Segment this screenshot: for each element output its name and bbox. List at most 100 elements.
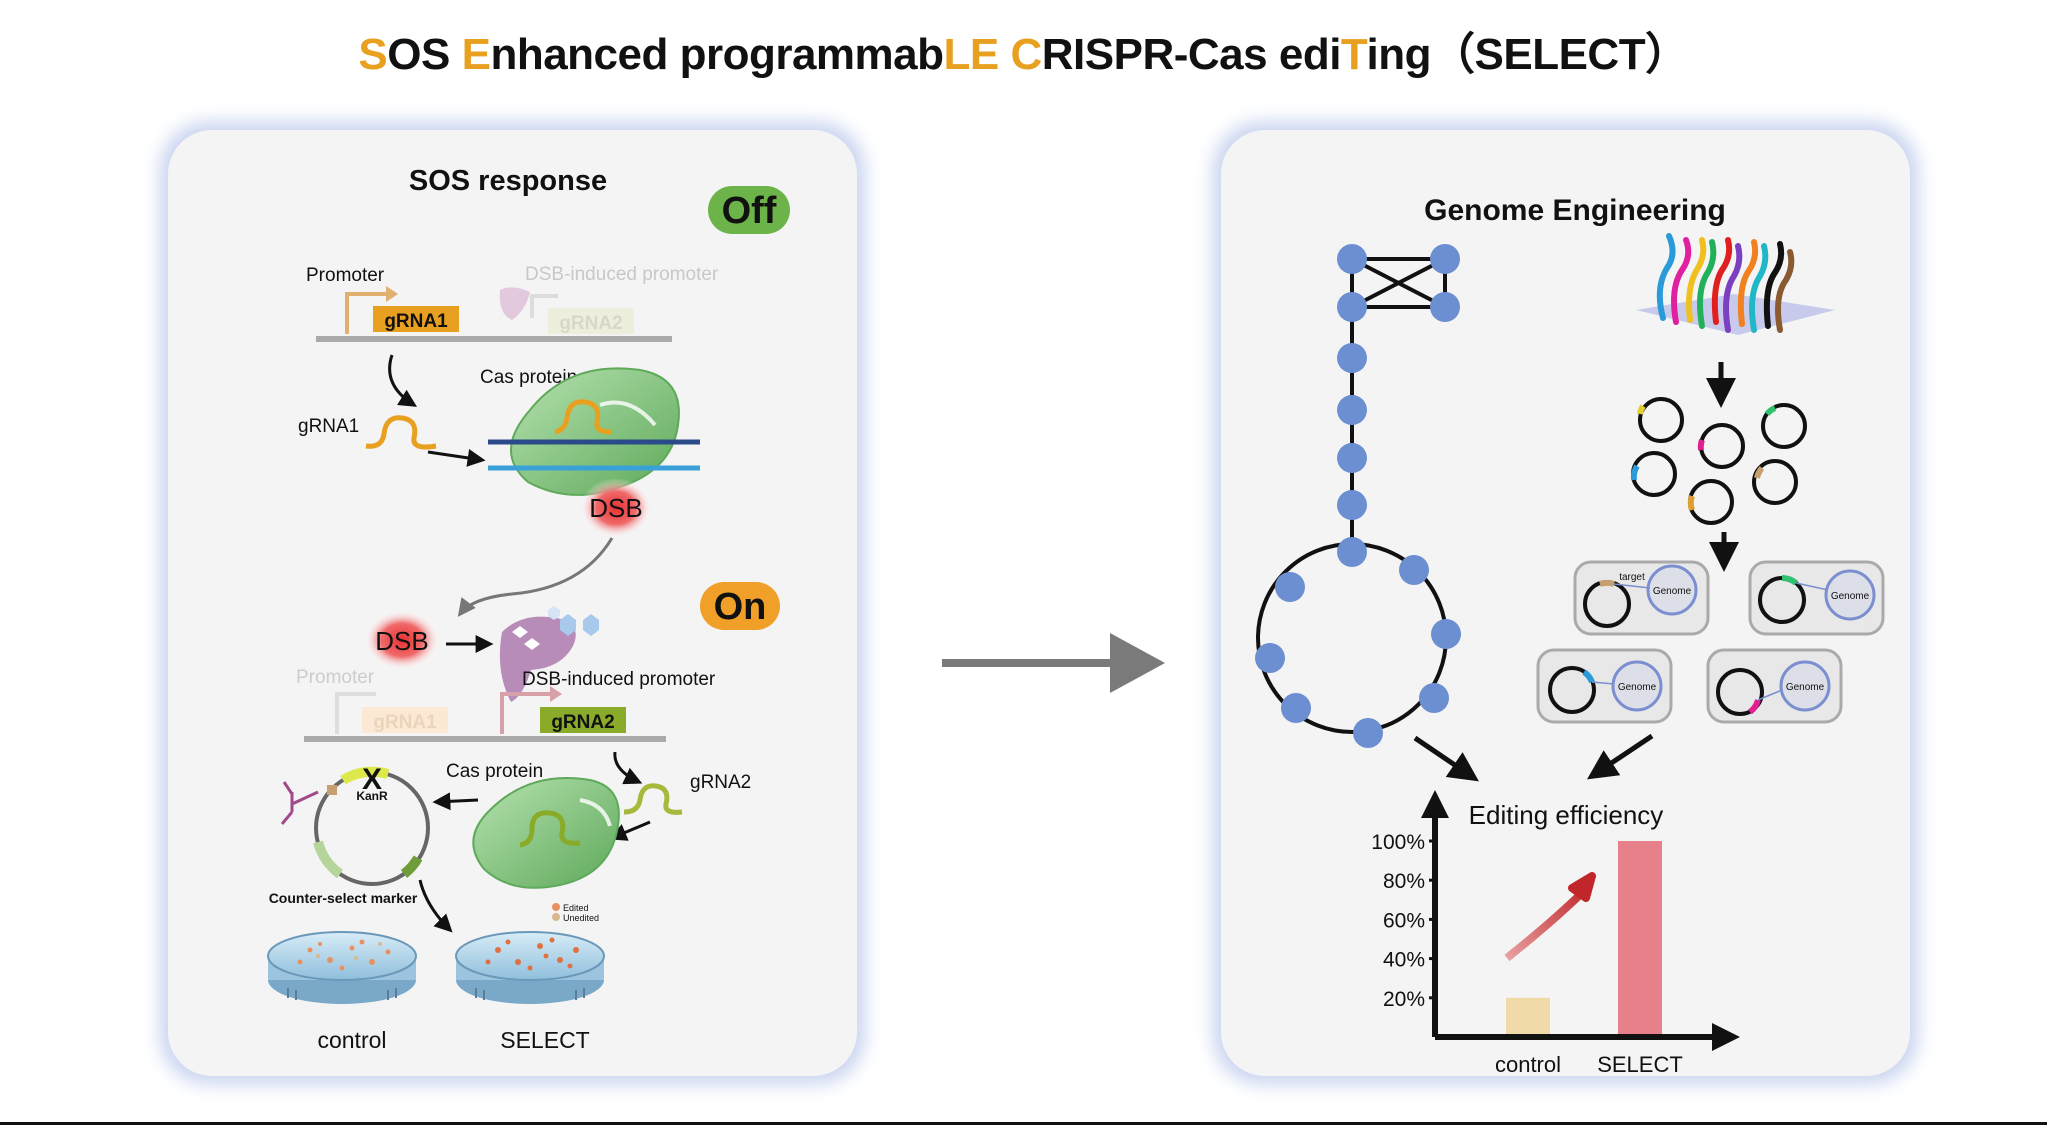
cas-protein-label-2: Cas protein xyxy=(446,761,543,782)
grna2-box-faded xyxy=(548,308,634,334)
title-segment: E xyxy=(461,30,491,79)
chart-x-axis-arrowhead xyxy=(1712,1023,1740,1051)
promoter-arrow xyxy=(345,292,388,334)
repressor-cleavage-marks xyxy=(512,626,540,650)
transcribe-arrow-2 xyxy=(613,751,643,785)
cells-to-chart-arrow xyxy=(1587,733,1654,780)
dsb-promoter-arrowhead xyxy=(550,686,562,702)
legend-edited-dot xyxy=(552,903,560,911)
increase-arrowhead xyxy=(1568,872,1596,902)
counter-select-segment xyxy=(313,840,344,879)
cell-2 xyxy=(1748,560,1885,636)
dsb-promoter-label: DSB-induced promoter xyxy=(522,669,716,690)
dsb-label-2: DSB xyxy=(375,626,428,656)
oligo-array xyxy=(1636,233,1835,335)
on-badge: On xyxy=(714,586,767,628)
chart-bar-control xyxy=(1506,997,1550,1034)
plasmid-marker xyxy=(327,785,337,795)
plasmid-cut-arrows xyxy=(280,781,319,825)
legend-edited: Edited xyxy=(563,903,589,913)
grna2-to-cas-arrow xyxy=(608,820,651,841)
petri-plate-select xyxy=(455,931,605,1004)
petri-plate-control xyxy=(267,931,417,1004)
grna2-box-label: gRNA2 xyxy=(551,712,614,733)
kanr-label: KanR xyxy=(356,789,388,803)
on-badge-bg xyxy=(700,582,780,630)
editing-efficiency-chart: Editing efficiency 20%40%60%80%100% cont… xyxy=(1371,790,1740,1077)
promoter-label: Promoter xyxy=(306,265,385,286)
cas-shine-2 xyxy=(579,798,612,827)
promoter-arrowhead xyxy=(386,286,398,302)
grna2-free-label: gRNA2 xyxy=(690,772,751,793)
cas-protein-2 xyxy=(472,777,620,889)
chart-bar-select xyxy=(1618,841,1662,1034)
dsb-promoter-arrow-faded xyxy=(530,294,558,318)
title-segment: T xyxy=(1340,30,1367,79)
cas-protein-1 xyxy=(510,367,680,496)
chart-category-label: control xyxy=(1495,1052,1561,1077)
grna2-box-faded-label: gRNA2 xyxy=(559,313,622,334)
counter-select-label: Counter-select marker xyxy=(269,890,418,906)
dsb-promoter-protein-faded xyxy=(499,287,530,320)
off-badge: Off xyxy=(722,190,777,232)
legend-unedited-dot xyxy=(552,913,560,921)
left-panel xyxy=(168,130,857,1076)
kanr-segment xyxy=(340,766,390,785)
dsb-promoter-label-faded: DSB-induced promoter xyxy=(525,264,719,285)
sos-heading: SOS response xyxy=(409,165,607,197)
node-network xyxy=(1255,244,1461,748)
chart-ytick-label: 60% xyxy=(1383,909,1425,932)
dsb-blob-2 xyxy=(364,610,440,670)
grna1-box-label: gRNA1 xyxy=(384,311,448,332)
right-panel xyxy=(1221,130,1910,1076)
grna1-free-label: gRNA1 xyxy=(298,416,359,437)
grna2-free xyxy=(623,783,683,815)
grna-to-cas-arrow xyxy=(427,448,486,467)
title-segment: LE xyxy=(943,30,1000,79)
title-segment: OS xyxy=(387,30,462,79)
genome-label-1: Genome xyxy=(1653,586,1692,597)
plasmid-to-plate-arrow xyxy=(418,879,453,933)
title-segment: ing（SELECT） xyxy=(1366,30,1690,79)
legend-unedited: Unedited xyxy=(563,913,599,923)
network-to-chart-arrow xyxy=(1413,735,1479,782)
cas-shine-1 xyxy=(599,400,657,427)
off-badge-bg xyxy=(708,186,790,234)
grna1-box-faded-label: gRNA1 xyxy=(373,712,437,733)
repressor-protein xyxy=(499,616,576,702)
hexagon-1 xyxy=(560,614,576,636)
figure-title: SOS Enhanced programmabLE CRISPR-Cas edi… xyxy=(0,18,2047,82)
grna1-free xyxy=(365,415,437,450)
chart-ytick-label: 100% xyxy=(1371,831,1425,854)
dsb-label-1: DSB xyxy=(589,493,642,523)
grna-in-cas-2 xyxy=(519,810,581,848)
title-segment: S xyxy=(358,30,388,79)
kanr-x-mark: X xyxy=(362,763,382,796)
genome-label-3: Genome xyxy=(1618,682,1657,693)
bottom-rule xyxy=(0,1122,2047,1125)
promoter-arrow-faded xyxy=(335,692,376,734)
title-segment: nhanced programmab xyxy=(490,30,944,79)
chart-y-axis-arrowhead xyxy=(1421,790,1449,818)
grna2-box xyxy=(540,707,626,733)
promoter-label-faded: Promoter xyxy=(296,667,375,688)
grna1-box xyxy=(373,306,459,332)
hexagon-3 xyxy=(548,606,560,620)
chart-ytick-label: 20% xyxy=(1383,988,1425,1011)
grna-in-cas-1 xyxy=(554,399,612,435)
chart-title: Editing efficiency xyxy=(1469,800,1664,830)
hexagon-2 xyxy=(583,614,599,636)
chart-category-label: SELECT xyxy=(1597,1052,1683,1077)
chart-ytick-label: 40% xyxy=(1383,949,1425,972)
center-arrow-head xyxy=(1110,633,1165,693)
plate-control-label: control xyxy=(317,1027,386,1053)
grna1-box-faded xyxy=(362,707,448,733)
dsb-blob-1 xyxy=(580,478,652,538)
plasmid-library xyxy=(1631,397,1807,525)
title-segment: RISPR-Cas edi xyxy=(1041,30,1342,79)
title-segment: C xyxy=(1010,30,1043,79)
cell-4 xyxy=(1706,648,1843,724)
dsb-promoter-arrow xyxy=(500,692,552,734)
cas-to-plasmid-arrow xyxy=(432,792,479,811)
